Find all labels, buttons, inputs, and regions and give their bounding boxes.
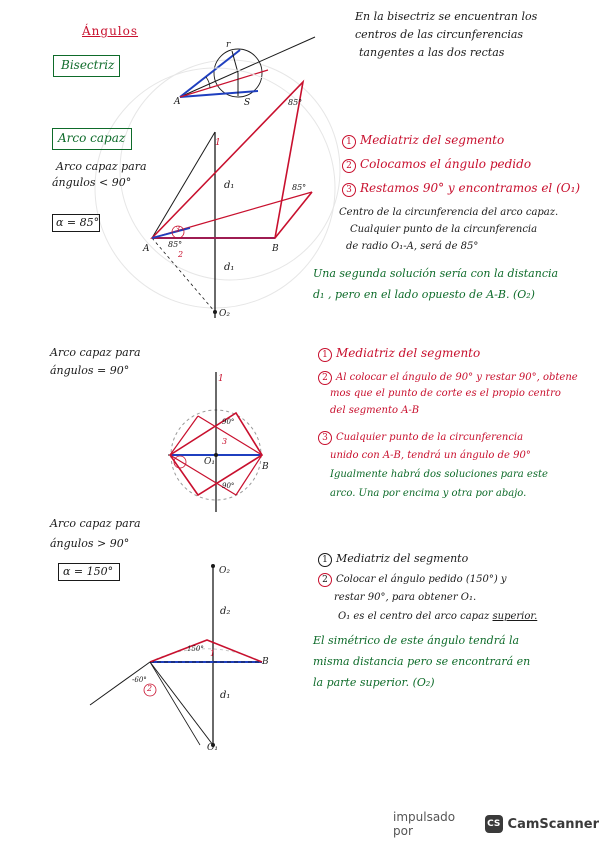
arco-150-diagram — [89, 564, 263, 747]
label-85-arco85: 85° — [168, 240, 183, 249]
label-b-arco150: B — [262, 657, 269, 667]
arco85-second-1: Una segunda solución sería con la distan… — [313, 267, 559, 280]
camscanner-footer: impulsado por CS CamScanner — [393, 810, 599, 838]
arco90-step-2-line-1: Al colocar el ángulo de 90° y restar 90°… — [336, 372, 578, 383]
bisectriz-label: Bisectriz — [61, 58, 115, 72]
label-minus60: -60° — [132, 676, 147, 684]
arco90-step-3-line-1: Cualquier punto de la circunferencia — [336, 432, 524, 443]
arco85-step-2-text: Colocamos el ángulo pedido — [360, 157, 532, 171]
label-3-arco85: 3 — [175, 225, 181, 234]
step-3-badge: 3 — [342, 183, 356, 197]
arco85-expl-2: Cualquier punto de la circunferencia — [350, 224, 538, 235]
label-o1-arco150: O₁ — [207, 743, 218, 753]
page-title: Ángulos — [82, 24, 139, 38]
arco150-step-1: 1 Mediatriz del segmento — [318, 552, 468, 567]
arco-capaz-box: Arco capaz — [52, 128, 132, 150]
arco150-step-2-line-1: Colocar el ángulo pedido (150°) y — [336, 574, 507, 585]
arco150-center-prefix: O₁ es el centro del arco capaz — [338, 611, 490, 622]
arco90-step-2: 2 Al colocar el ángulo de 90° y restar 90… — [318, 371, 578, 385]
label-o2-arco150: O₂ — [219, 566, 230, 576]
arco150-center-emph: superior. — [492, 611, 538, 622]
bisectriz-note-1: En la bisectriz se encuentran los — [355, 10, 538, 23]
label-d1-arco150: d₁ — [220, 690, 231, 701]
label-1-arco150: 1 — [210, 649, 216, 658]
bisectriz-diagram — [119, 36, 341, 281]
alpha85-box: α = 85° — [52, 214, 100, 232]
powered-by-text: impulsado por — [393, 810, 456, 838]
label-b-arco85: B — [272, 244, 279, 254]
label-o2-arco85: O₂ — [219, 309, 230, 319]
label-d2-arco150: d₂ — [220, 606, 231, 617]
arco90-step-3-line-2: unido con A-B, tendrá un ángulo de 90° — [330, 450, 531, 461]
label-a-bisectriz: A — [174, 97, 181, 107]
label-r: r — [226, 40, 231, 50]
label-1-arco85: 1 — [215, 138, 221, 148]
bisectriz-note-3: tangentes a las dos rectas — [359, 46, 505, 59]
arco150-sym-3: la parte superior. (O₂) — [313, 676, 435, 689]
label-90-bottom: 90° — [222, 482, 235, 490]
arco85-step-1: 1 Mediatriz del segmento — [342, 133, 504, 149]
label-90-top: 90° — [222, 418, 235, 426]
alpha150-value: α = 150° — [63, 565, 114, 578]
arco85-step-3: 3 Restamos 90° y encontramos el (O₁) — [342, 181, 580, 197]
bisectriz-note-2: centros de las circunferencias — [355, 28, 524, 41]
arco150-sym-1: El simétrico de este ángulo tendrá la — [313, 634, 520, 647]
label-85-top: 85° — [288, 98, 303, 107]
arco90-step-3-line-3: Igualmente habrá dos soluciones para est… — [330, 469, 548, 480]
label-d1-arco85: d₁ — [224, 180, 235, 191]
arco150-caption-1: Arco capaz para — [50, 517, 141, 530]
alpha85-value: α = 85° — [56, 216, 100, 229]
label-85-right: 85° — [292, 183, 307, 192]
label-3-arco90: 3 — [222, 437, 228, 446]
label-s: S — [244, 98, 251, 108]
arco150-step-2-badge: 2 — [318, 573, 332, 587]
label-d1b-arco85: d₁ — [224, 262, 235, 273]
arco150-step-1-text: Mediatriz del segmento — [336, 552, 469, 565]
arco90-step-3-badge: 3 — [318, 431, 332, 445]
arco90-step-2-line-2: mos que el punto de corte es el propio c… — [330, 388, 561, 399]
label-b-arco90: B — [262, 462, 269, 472]
arco90-caption-2: ángulos = 90° — [50, 364, 130, 377]
arco-85-diagram — [94, 67, 336, 318]
arco150-step-2: 2 Colocar el ángulo pedido (150°) y — [318, 573, 507, 587]
step-2-badge: 2 — [342, 159, 356, 173]
arco90-caption-1: Arco capaz para — [50, 346, 141, 359]
arco-90-diagram — [168, 372, 264, 512]
arco85-expl-3: de radio O₁-A, será de 85° — [346, 241, 479, 252]
arco-capaz-label: Arco capaz — [58, 131, 126, 145]
label-2-arco150: 2 — [147, 684, 153, 693]
step-1-badge: 1 — [342, 135, 356, 149]
camscanner-logo-icon: CS — [484, 815, 503, 833]
arco85-caption-2: ángulos < 90° — [52, 176, 132, 189]
label-1-arco90: 1 — [218, 374, 224, 384]
arco150-sym-2: misma distancia pero se encontrará en — [313, 655, 531, 668]
arco85-caption-1: Arco capaz para — [56, 160, 147, 173]
arco150-step-2-line-2: restar 90°, para obtener O₁. — [334, 592, 477, 603]
arco90-step-3: 3 Cualquier punto de la circunferencia — [318, 431, 523, 445]
arco150-step-1-badge: 1 — [318, 553, 332, 567]
arco150-caption-2: ángulos > 90° — [50, 537, 130, 550]
arco85-step-1-text: Mediatriz del segmento — [360, 133, 505, 147]
alpha150-box: α = 150° — [58, 563, 120, 581]
bisectriz-box: Bisectriz — [53, 55, 120, 77]
label-2-arco85: 2 — [178, 250, 184, 259]
arco150-center-line: O₁ es el centro del arco capaz superior. — [338, 611, 537, 622]
arco90-step-1: 1 Mediatriz del segmento — [318, 346, 480, 362]
label-150: 150° — [187, 645, 204, 653]
arco90-step-1-text: Mediatriz del segmento — [336, 346, 481, 360]
arco85-step-3-text: Restamos 90° y encontramos el (O₁) — [360, 181, 581, 195]
arco90-step-2-badge: 2 — [318, 371, 332, 385]
arco85-expl-1: Centro de la circunferencia del arco cap… — [339, 207, 559, 218]
label-o1-arco90: O₁ — [204, 457, 215, 467]
label-a-arco85: A — [143, 244, 150, 254]
arco85-step-2: 2 Colocamos el ángulo pedido — [342, 157, 531, 173]
arco90-step-2-line-3: del segmento A-B — [330, 405, 420, 416]
arco90-step-1-badge: 1 — [318, 348, 332, 362]
arco85-second-2: d₁ , pero en el lado opuesto de A-B. (O₂… — [313, 288, 535, 301]
arco90-step-3-line-4: arco. Una por encima y otra por abajo. — [330, 488, 527, 499]
camscanner-brand: CamScanner — [507, 816, 599, 832]
